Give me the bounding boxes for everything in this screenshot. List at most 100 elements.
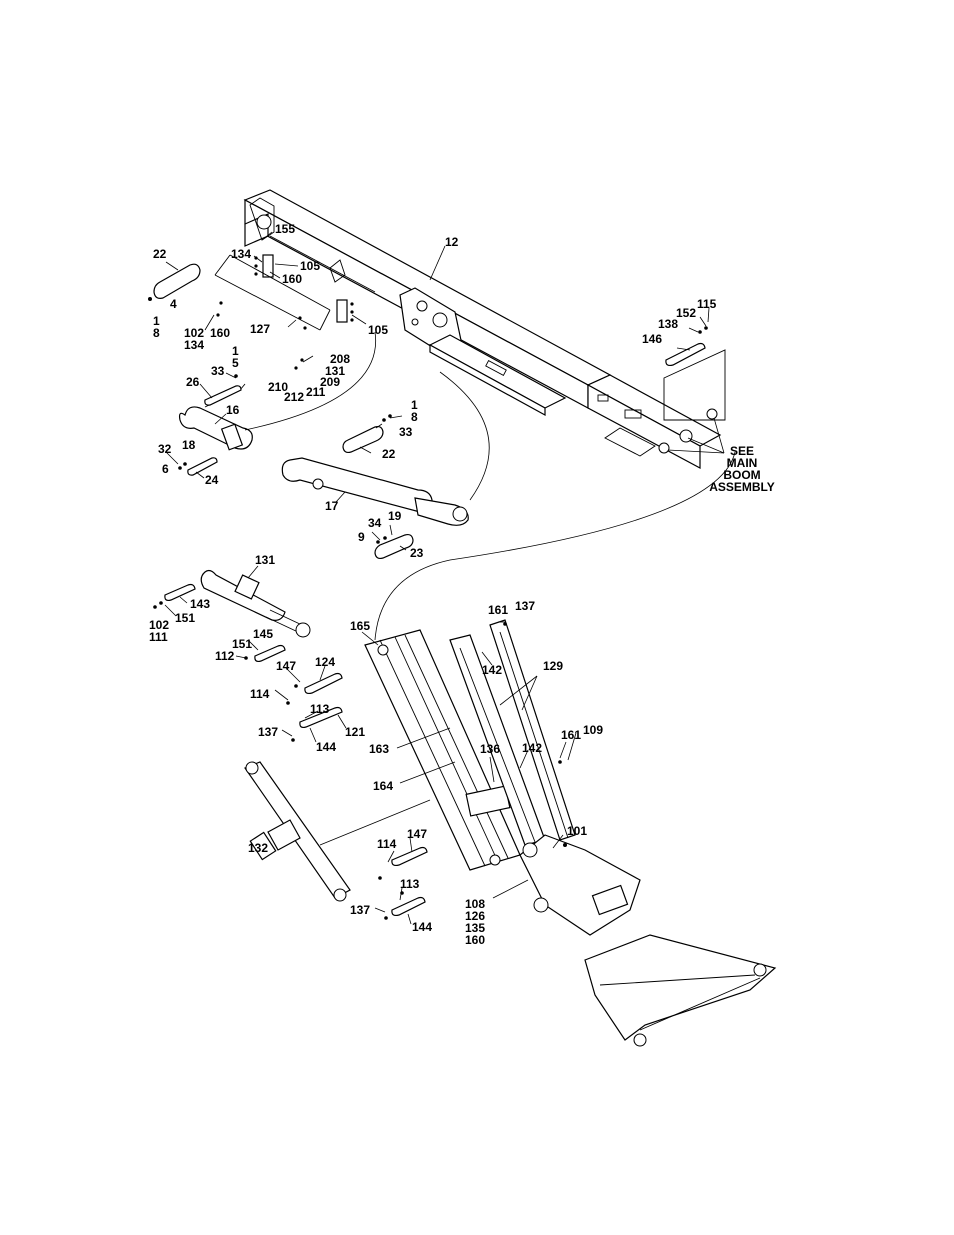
callout-131: 131	[325, 364, 345, 378]
callout-143: 143	[190, 597, 210, 611]
callout-108: 108	[465, 897, 485, 911]
callout-134: 134	[184, 338, 204, 352]
callout-105: 105	[368, 323, 388, 337]
callout-144: 144	[412, 920, 432, 934]
callout-102: 102	[149, 618, 169, 632]
callout-129: 129	[543, 659, 563, 673]
callout-160: 160	[282, 272, 302, 286]
callout-4: 4	[170, 297, 177, 311]
callout-19: 19	[388, 509, 402, 523]
pins-part-124-121	[286, 672, 343, 742]
callout-131: 131	[255, 553, 275, 567]
callout-124: 124	[315, 655, 335, 669]
callout-22: 22	[382, 447, 396, 461]
callout-160: 160	[465, 933, 485, 947]
callout-163: 163	[369, 742, 389, 756]
callout-121: 121	[345, 725, 365, 739]
pin-part-146	[663, 326, 726, 421]
callout-147: 147	[276, 659, 296, 673]
callout-132: 132	[248, 841, 268, 855]
callout-137: 137	[515, 599, 535, 613]
cylinder-part-131	[153, 569, 311, 663]
callout-151: 151	[232, 637, 252, 651]
pin-part-22-upper	[148, 263, 201, 301]
callout-137: 137	[350, 903, 370, 917]
callout-144: 144	[316, 740, 336, 754]
callout-138: 138	[658, 317, 678, 331]
callout-136: 136	[480, 742, 500, 756]
callout-101: 101	[567, 824, 587, 838]
callout-24: 24	[205, 473, 219, 487]
callout-1: 1	[153, 314, 160, 328]
callout-113: 113	[400, 877, 420, 891]
callout-16: 16	[226, 403, 240, 417]
callout-labels: 12 155 22 134 105 160 4 1 8 102 134 160 …	[149, 222, 717, 947]
callout-147: 147	[407, 827, 427, 841]
callout-23: 23	[410, 546, 424, 560]
callout-160: 160	[210, 326, 230, 340]
note-line-2: MAIN	[727, 456, 758, 470]
callout-22: 22	[153, 247, 167, 261]
callout-164: 164	[373, 779, 393, 793]
callout-211: 211	[306, 385, 326, 399]
cylinder-part-16	[178, 374, 253, 476]
callout-12: 12	[445, 235, 459, 249]
note-line-3: BOOM	[723, 468, 760, 482]
callout-127: 127	[250, 322, 270, 336]
callout-161: 161	[488, 603, 508, 617]
callout-109: 109	[583, 723, 603, 737]
callout-212: 212	[284, 390, 304, 404]
main-boom-part-12	[216, 189, 722, 470]
callout-210: 210	[268, 380, 288, 394]
callout-137: 137	[258, 725, 278, 739]
callout-105: 105	[300, 259, 320, 273]
callout-1: 1	[232, 344, 239, 358]
callout-126: 126	[465, 909, 485, 923]
callout-102: 102	[184, 326, 204, 340]
callout-134: 134	[231, 247, 251, 261]
frame-part-127	[214, 235, 376, 331]
callout-135: 135	[465, 921, 485, 935]
cylinder-part-17	[281, 414, 469, 560]
callout-5: 5	[232, 356, 239, 370]
callout-142: 142	[522, 741, 542, 755]
callout-142: 142	[482, 663, 502, 677]
callout-165: 165	[350, 619, 370, 633]
lift-links-part-163-164	[364, 629, 521, 871]
callout-17: 17	[325, 499, 339, 513]
callout-145: 145	[253, 627, 273, 641]
callout-1: 1	[411, 398, 418, 412]
callout-152: 152	[676, 306, 696, 320]
turntable-part-101	[519, 834, 777, 1047]
callout-8: 8	[153, 326, 160, 340]
callout-26: 26	[186, 375, 200, 389]
callout-112: 112	[215, 649, 235, 663]
leader-curves	[244, 331, 736, 846]
note-line-4: ASSEMBLY	[709, 480, 775, 494]
see-main-boom-note: SEE MAIN BOOM ASSEMBLY	[709, 444, 775, 494]
note-line-1: SEE	[730, 444, 754, 458]
callout-146: 146	[642, 332, 662, 346]
callout-161: 161	[561, 728, 581, 742]
callout-115: 115	[697, 297, 717, 311]
callout-114: 114	[377, 837, 397, 851]
callout-6: 6	[162, 462, 169, 476]
callout-155: 155	[275, 222, 295, 236]
callout-208: 208	[330, 352, 350, 366]
callout-32: 32	[158, 442, 172, 456]
callout-113: 113	[310, 702, 330, 716]
callout-114: 114	[250, 687, 270, 701]
callout-151: 151	[175, 611, 195, 625]
callout-9: 9	[358, 530, 365, 544]
cylinder-part-132	[244, 761, 351, 902]
callout-33: 33	[211, 364, 225, 378]
callout-leaders	[164, 231, 725, 925]
pins-part-147-144-lower	[378, 846, 428, 920]
callout-34: 34	[368, 516, 382, 530]
callout-18: 18	[182, 438, 196, 452]
callout-33: 33	[399, 425, 413, 439]
callout-111: 111	[149, 630, 168, 644]
callout-8: 8	[411, 410, 418, 424]
callout-209: 209	[320, 375, 340, 389]
